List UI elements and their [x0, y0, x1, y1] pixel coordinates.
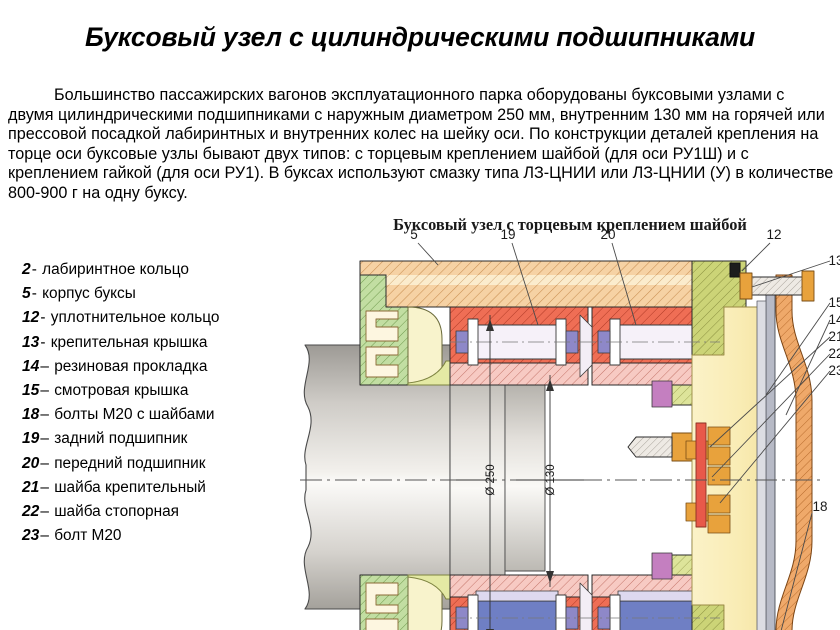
callout-22: 22 [828, 346, 840, 361]
callout-13: 13 [828, 253, 840, 268]
legend-number: 2 [22, 261, 31, 278]
legend-dash: – [40, 478, 49, 496]
outer-cover-shell [775, 274, 813, 630]
legend-dash: - [31, 285, 37, 303]
axlebox-housing [359, 260, 693, 308]
legend-dash: - [31, 261, 37, 278]
axlebox-drawing: Ø 250 Ø 130 [300, 227, 840, 630]
legend-label: болт М20 [54, 527, 122, 545]
legend-number: 5 [22, 285, 31, 303]
list-item: 2- лабиринтное кольцо [22, 258, 297, 282]
legend-number: 22 [22, 503, 40, 521]
legend-label: корпус буксы [42, 285, 136, 303]
list-item: 22– шайба стопорная [22, 500, 297, 524]
legend-dash: – [40, 430, 49, 448]
legend-label: шайба крепительный [54, 478, 206, 496]
callout-labels: 5 19 20 12 13 15 14 21 22 23 18 2 [410, 227, 840, 514]
legend-label: лабиринтное кольцо [42, 261, 189, 278]
page-title: Буксовый узел с цилиндрическими подшипни… [84, 22, 756, 52]
legend-dash: - [40, 333, 46, 351]
legend-number: 18 [22, 406, 40, 424]
list-item: 15– смотровая крышка [22, 379, 297, 403]
side-bolt-18-top [739, 270, 815, 302]
callout-5: 5 [410, 227, 418, 242]
legend-number: 15 [22, 382, 40, 400]
dimension-label-250: Ø 250 [485, 464, 497, 495]
dimension-label-130: Ø 130 [545, 464, 557, 495]
callout-18: 18 [812, 499, 827, 514]
callout-23: 23 [828, 363, 840, 378]
legend-number: 12 [22, 309, 40, 327]
inner-spacer-ring [407, 306, 459, 630]
callout-21: 21 [828, 329, 840, 344]
legend-label: болты М20 с шайбами [54, 406, 215, 424]
list-item: 5- корпус буксы [22, 282, 297, 306]
list-item: 12- уплотнительное кольцо [22, 306, 297, 330]
legend-number: 19 [22, 430, 40, 448]
list-item: 13- крепительная крышка [22, 331, 297, 355]
callout-15: 15 [828, 295, 840, 310]
callout-leaders [417, 242, 831, 630]
fastener-stack [685, 426, 731, 534]
legend-dash: – [40, 406, 49, 424]
list-item: 19– задний подшипник [22, 427, 297, 451]
legend-dash: – [40, 527, 49, 545]
list-item: 21– шайба крепительный [22, 476, 297, 500]
legend-label: передний подшипник [54, 454, 206, 472]
legend-dash: – [40, 382, 49, 400]
dimension-lines [456, 315, 584, 630]
list-item: 23– болт М20 [22, 524, 297, 548]
legend-dash: - [40, 309, 46, 327]
legend-list: 2- лабиринтное кольцо 5- корпус буксы 12… [22, 258, 297, 548]
axle-shaft [303, 344, 546, 610]
legend-label: смотровая крышка [54, 382, 189, 400]
legend-number: 23 [22, 527, 40, 545]
labyrinth-ring [359, 274, 409, 630]
legend-label: задний подшипник [54, 430, 188, 448]
legend-number: 14 [22, 357, 40, 375]
list-item: 20– передний подшипник [22, 452, 297, 476]
legend-label: крепительная крышка [50, 333, 208, 351]
list-item: 18– болты М20 с шайбами [22, 403, 297, 427]
list-item: 14– резиновая прокладка [22, 355, 297, 379]
sealing-ring-12 [729, 262, 741, 278]
callout-19: 19 [500, 227, 515, 242]
legend-number: 20 [22, 454, 40, 472]
legend-dash: – [40, 454, 49, 472]
roller-centre-lines [450, 341, 720, 619]
legend-label: уплотнительное кольцо [50, 309, 220, 327]
legend-number: 13 [22, 333, 40, 351]
legend-dash: – [40, 503, 49, 521]
legend-number: 21 [22, 478, 40, 496]
axlebox-cross-section-diagram: Буксовый узел с торцевым креплением шайб… [300, 215, 840, 630]
legend-dash: – [40, 357, 49, 375]
callout-20: 20 [600, 227, 615, 242]
callout-12: 12 [766, 227, 781, 242]
legend-label: резиновая прокладка [54, 357, 208, 375]
intro-paragraph: Большинство пассажирских вагонов эксплуа… [8, 86, 834, 202]
callout-14: 14 [828, 312, 840, 327]
inspection-cover-plate [765, 288, 776, 630]
legend-label: шайба стопорная [54, 503, 179, 521]
diagram-caption: Буксовый узел с торцевым креплением шайб… [393, 215, 747, 234]
